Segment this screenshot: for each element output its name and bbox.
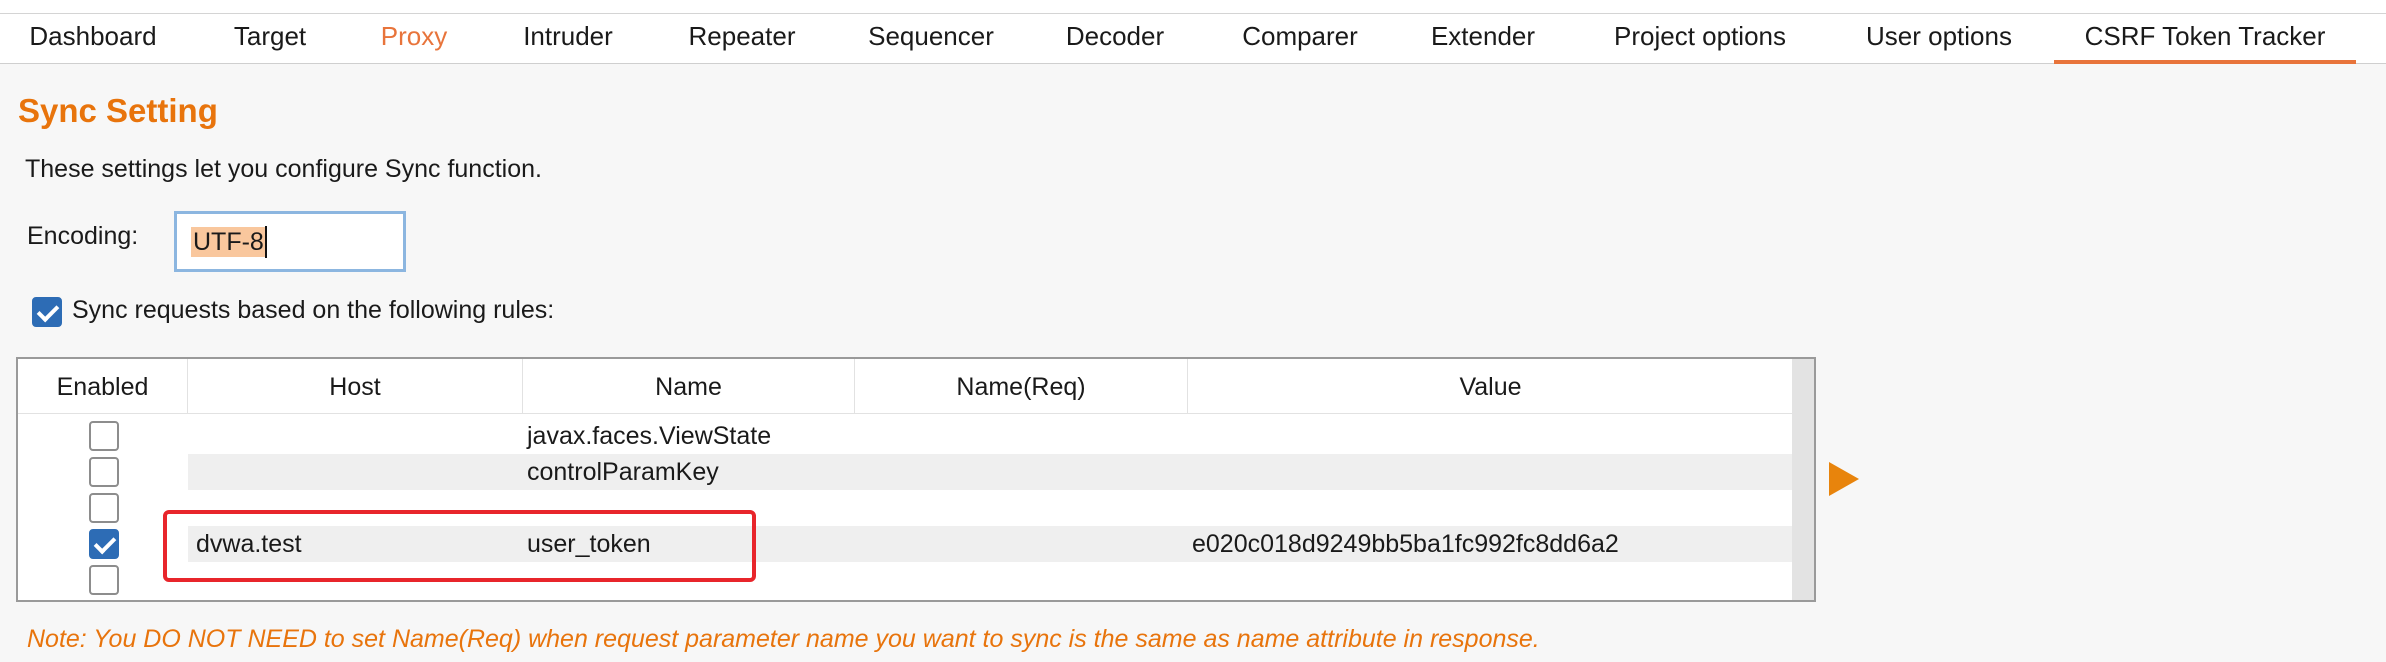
tab-proxy[interactable]: Proxy: [380, 21, 448, 51]
tab-comparer[interactable]: Comparer: [1242, 21, 1358, 51]
tab-decoder[interactable]: Decoder: [1065, 21, 1165, 51]
tab-dashboard[interactable]: Dashboard: [29, 21, 157, 51]
row-enabled-checkbox[interactable]: [89, 529, 119, 559]
tab-bar: Dashboard Target Proxy Intruder Repeater…: [0, 14, 2386, 64]
table-vertical-scrollbar[interactable]: [1792, 359, 1814, 600]
table-row[interactable]: dvwa.test user_token e020c018d9249bb5ba1…: [18, 526, 1792, 562]
encoding-value: UTF-8: [191, 227, 266, 257]
section-title: Sync Setting: [18, 92, 218, 129]
note-text: Note: You DO NOT NEED to set Name(Req) w…: [27, 625, 1540, 653]
row-name: javax.faces.ViewState: [527, 422, 772, 450]
column-header-name[interactable]: Name: [523, 359, 855, 414]
encoding-input[interactable]: UTF-8: [174, 211, 406, 272]
table-row[interactable]: controlParamKey: [18, 454, 1792, 490]
row-enabled-checkbox[interactable]: [89, 457, 119, 487]
sync-rules-checkbox[interactable]: [32, 297, 62, 327]
row-name: user_token: [527, 530, 651, 558]
column-header-enabled[interactable]: Enabled: [18, 359, 188, 414]
tab-intruder[interactable]: Intruder: [523, 21, 613, 51]
sync-rules-label: Sync requests based on the following rul…: [72, 296, 555, 324]
column-header-host[interactable]: Host: [188, 359, 523, 414]
text-caret: [265, 226, 267, 258]
row-stripe: [188, 526, 1792, 562]
tab-extender[interactable]: Extender: [1430, 21, 1536, 51]
tab-repeater[interactable]: Repeater: [688, 21, 796, 51]
table-row[interactable]: javax.faces.ViewState: [18, 418, 1792, 454]
row-enabled-checkbox[interactable]: [89, 565, 119, 595]
section-description: These settings let you configure Sync fu…: [25, 155, 542, 183]
table-row[interactable]: [18, 490, 1792, 526]
row-value: e020c018d9249bb5ba1fc992fc8dd6a2: [1192, 530, 1619, 558]
table-row[interactable]: [18, 562, 1792, 598]
window-top-strip: [0, 0, 2386, 14]
tab-csrf-token-tracker[interactable]: CSRF Token Tracker: [2054, 14, 2356, 64]
tab-target[interactable]: Target: [233, 21, 307, 51]
row-stripe: [188, 454, 1792, 490]
tab-sequencer[interactable]: Sequencer: [868, 21, 994, 51]
tab-user-options[interactable]: User options: [1866, 21, 2012, 51]
row-name: controlParamKey: [527, 458, 719, 486]
row-host: dvwa.test: [196, 530, 302, 558]
row-enabled-checkbox[interactable]: [89, 493, 119, 523]
row-enabled-checkbox[interactable]: [89, 421, 119, 451]
table-header: Enabled Host Name Name(Req) Value: [18, 359, 1794, 414]
highlight-annotation-box: [163, 510, 756, 582]
play-arrow-icon[interactable]: [1829, 462, 1859, 496]
sync-rules-table: Enabled Host Name Name(Req) Value javax.…: [16, 357, 1816, 602]
column-header-name-req[interactable]: Name(Req): [855, 359, 1188, 414]
tab-project-options[interactable]: Project options: [1614, 21, 1786, 51]
encoding-label: Encoding:: [27, 222, 139, 250]
column-header-value[interactable]: Value: [1188, 359, 1794, 414]
